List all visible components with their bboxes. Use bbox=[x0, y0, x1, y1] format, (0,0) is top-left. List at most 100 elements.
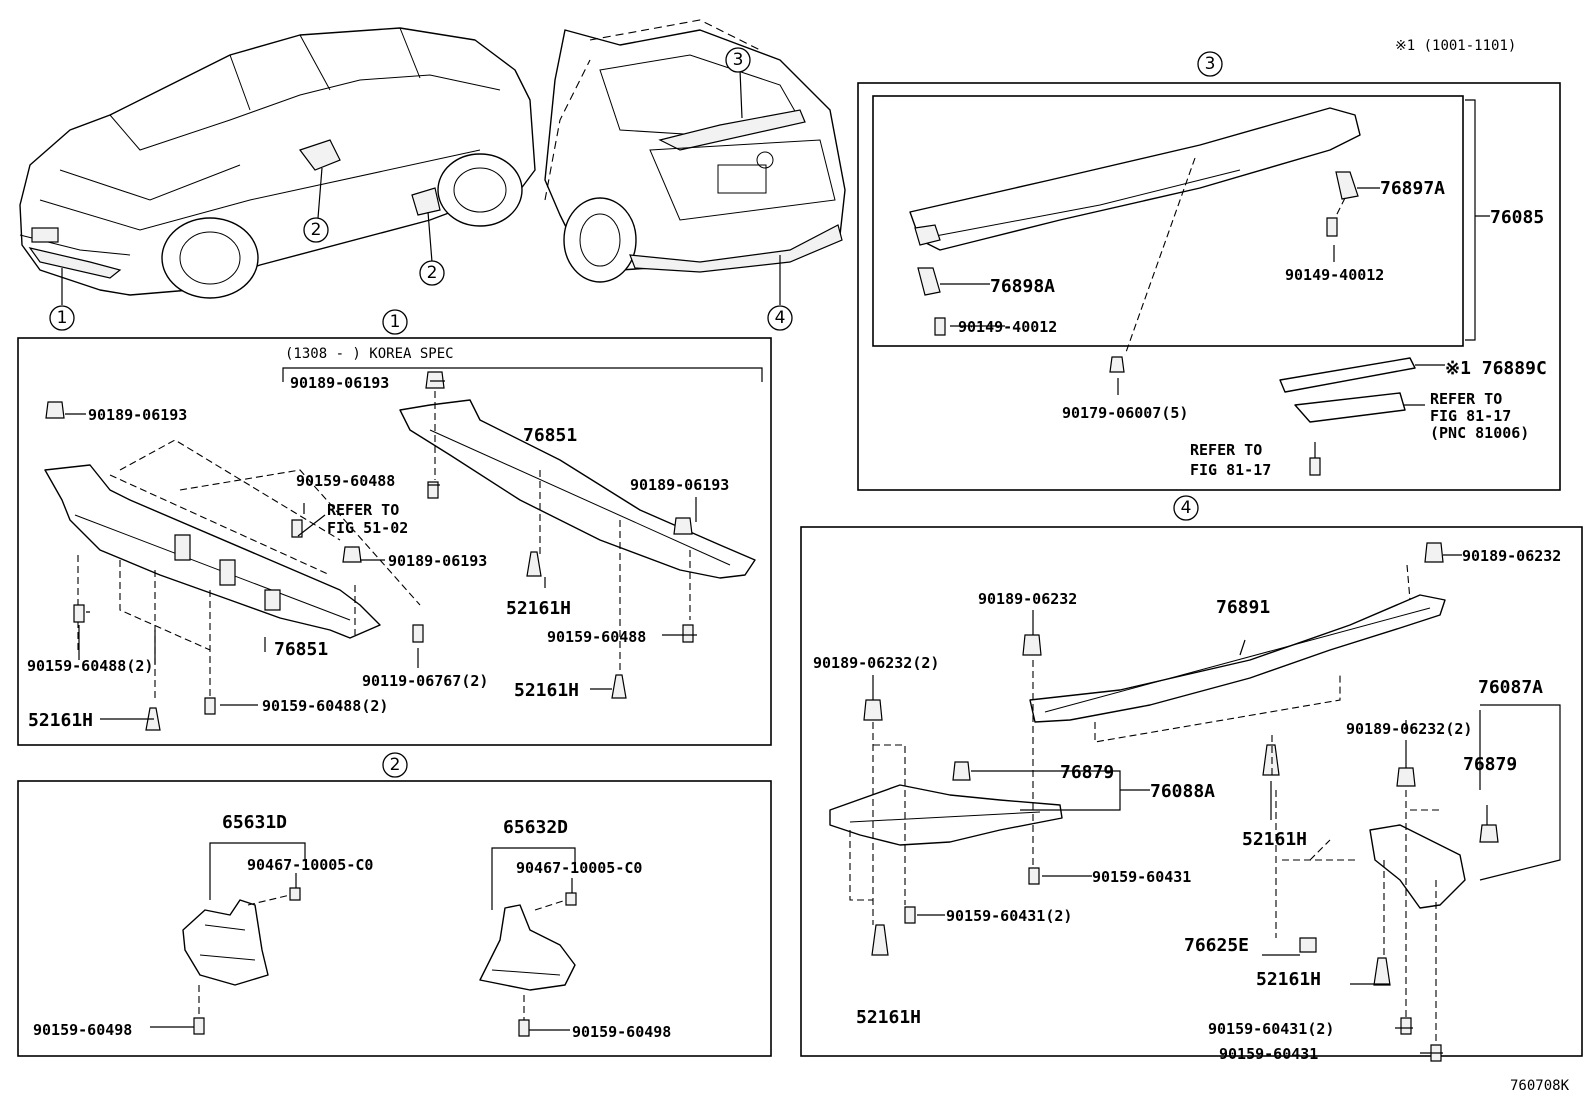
label-90159-60488-b: 90159-60488(2) bbox=[27, 657, 153, 675]
label-90189-06193-b: 90189-06193 bbox=[290, 374, 389, 392]
section-2-frame bbox=[17, 780, 772, 1057]
clip-icon bbox=[342, 546, 362, 563]
bolt-icon bbox=[289, 887, 301, 901]
bolt-icon bbox=[204, 697, 216, 715]
bolt-icon bbox=[1028, 867, 1040, 885]
label-90189-06232-2-a: 90189-06232(2) bbox=[813, 654, 939, 672]
label-76879-b: 76879 bbox=[1463, 754, 1517, 775]
callout-1-front: 1 bbox=[49, 305, 75, 331]
footer-code: 760708K bbox=[1510, 1078, 1570, 1094]
label-76085: 76085 bbox=[1490, 207, 1544, 228]
label-90159-60431-2-a: 90159-60431(2) bbox=[946, 907, 1072, 925]
section-1-callout: 1 bbox=[390, 312, 401, 332]
label-65631d: 65631D bbox=[222, 812, 287, 833]
label-90179-06007: 90179-06007(5) bbox=[1062, 404, 1188, 422]
nut-icon bbox=[1109, 356, 1125, 373]
clip-icon bbox=[1022, 634, 1042, 656]
car-front-illustration bbox=[19, 27, 536, 305]
part-76085-spoiler bbox=[909, 107, 1361, 251]
bolt-icon bbox=[412, 624, 424, 643]
label-76889c: ※1 76889C bbox=[1445, 358, 1547, 379]
label-refer-to-51: REFER TO bbox=[327, 501, 399, 519]
part-76889c bbox=[1279, 357, 1416, 393]
label-fig-81-17-a: FIG 81-17 bbox=[1430, 407, 1511, 425]
label-90159-60498-a: 90159-60498 bbox=[33, 1021, 132, 1039]
part-81006 bbox=[1294, 392, 1406, 423]
label-90189-06232-b: 90189-06232 bbox=[978, 590, 1077, 608]
part-76891 bbox=[1029, 594, 1446, 723]
label-90159-60488-d: 90159-60488 bbox=[547, 628, 646, 646]
section-3: 3 76897A 76085 76898A 90149-40012 90149-… bbox=[857, 51, 1561, 491]
part-76851-lower bbox=[44, 464, 381, 639]
label-90189-06232-a: 90189-06232 bbox=[1462, 547, 1561, 565]
clip-76879-icon bbox=[1479, 824, 1499, 843]
label-90119-06767: 90119-06767(2) bbox=[362, 672, 488, 690]
pin-icon bbox=[1373, 957, 1391, 986]
korea-spec-note: (1308 - ) KOREA SPEC bbox=[285, 346, 454, 362]
label-90149-40012-a: 90149-40012 bbox=[958, 318, 1057, 336]
callout-3-spoiler: 3 bbox=[725, 47, 751, 73]
clip-icon bbox=[673, 517, 693, 535]
label-52161h-a: 52161H bbox=[1242, 829, 1307, 850]
label-90149-40012-b: 90149-40012 bbox=[1285, 266, 1384, 284]
svg-text:3: 3 bbox=[733, 50, 744, 70]
clip-icon bbox=[1396, 767, 1416, 787]
section-3-callout: 3 bbox=[1205, 54, 1216, 74]
bolt-icon bbox=[73, 604, 85, 623]
section-1-frame bbox=[17, 337, 772, 746]
bolt-icon bbox=[934, 317, 946, 336]
label-52161h-a: 52161H bbox=[506, 598, 571, 619]
bolt-icon bbox=[193, 1017, 205, 1035]
label-76851-lower: 76851 bbox=[274, 639, 328, 660]
label-90189-06232-2-b: 90189-06232(2) bbox=[1346, 720, 1472, 738]
pin-icon bbox=[871, 924, 889, 956]
label-52161h-c: 52161H bbox=[856, 1007, 921, 1028]
label-90159-60488-c: 90159-60488(2) bbox=[262, 697, 388, 715]
bolt-icon bbox=[1326, 217, 1338, 237]
label-90189-06193-d: 90189-06193 bbox=[388, 552, 487, 570]
bolt-icon bbox=[565, 892, 577, 906]
label-90159-60498-b: 90159-60498 bbox=[572, 1023, 671, 1041]
label-90159-60431-a: 90159-60431 bbox=[1092, 868, 1191, 886]
clip-icon bbox=[863, 699, 883, 721]
bolt-icon bbox=[427, 481, 439, 499]
svg-text:2: 2 bbox=[311, 220, 322, 240]
label-fig-81-17-b: FIG 81-17 bbox=[1190, 461, 1271, 479]
label-76851-upper: 76851 bbox=[523, 425, 577, 446]
label-76088a: 76088A bbox=[1150, 781, 1215, 802]
pin-icon bbox=[1262, 744, 1280, 776]
svg-text:4: 4 bbox=[775, 308, 786, 328]
pin-icon bbox=[611, 674, 627, 699]
bolt-icon bbox=[904, 906, 916, 924]
label-90159-60431-b: 90159-60431 bbox=[1219, 1045, 1318, 1063]
part-76087a bbox=[1369, 824, 1466, 909]
label-fig-51-02: FIG 51-02 bbox=[327, 519, 408, 537]
section-1: 1 (1308 - ) KOREA SPEC 901 bbox=[17, 309, 772, 746]
clip-icon bbox=[425, 371, 445, 389]
callout-4-rear: 4 bbox=[767, 305, 793, 331]
bracket-76898a-icon bbox=[917, 267, 941, 296]
pin-icon bbox=[526, 551, 542, 577]
bolt-icon bbox=[291, 519, 303, 538]
label-90159-60488-a: 90159-60488 bbox=[296, 472, 395, 490]
nut-icon bbox=[1299, 937, 1317, 953]
label-65632d: 65632D bbox=[503, 817, 568, 838]
clip-icon bbox=[1424, 542, 1444, 563]
part-65632d bbox=[479, 904, 576, 991]
clip-icon bbox=[45, 401, 65, 419]
section-3-inner-frame bbox=[872, 95, 1464, 347]
label-76087a: 76087A bbox=[1478, 677, 1543, 698]
section-4-frame bbox=[800, 526, 1583, 1057]
bolt-icon bbox=[682, 624, 694, 643]
section-4-callout: 4 bbox=[1181, 498, 1192, 518]
label-76898a: 76898A bbox=[990, 276, 1055, 297]
label-refer-to-81-a: REFER TO bbox=[1430, 390, 1502, 408]
header-note: ※1 (1001-1101) bbox=[1395, 38, 1516, 54]
label-90467-10005-c0-b: 90467-10005-C0 bbox=[516, 859, 642, 877]
label-52161h-b: 52161H bbox=[514, 680, 579, 701]
label-76879-a: 76879 bbox=[1060, 762, 1114, 783]
label-52161h-c: 52161H bbox=[28, 710, 93, 731]
svg-text:1: 1 bbox=[57, 308, 68, 328]
label-90467-10005-c0-a: 90467-10005-C0 bbox=[247, 856, 373, 874]
